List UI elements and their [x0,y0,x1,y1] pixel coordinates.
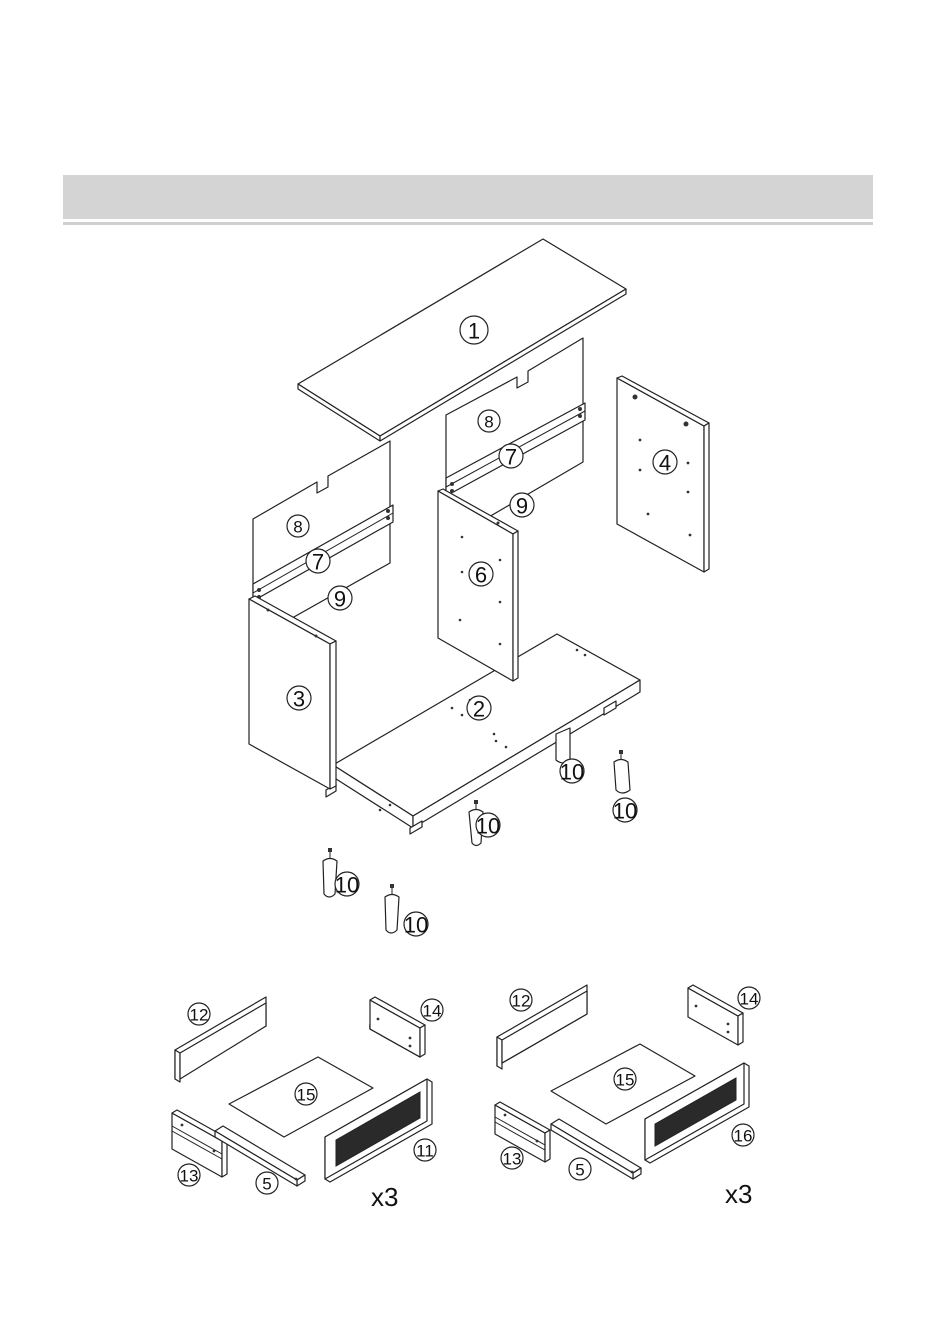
part-label-8-right: 8 [478,410,500,432]
svg-text:9: 9 [334,587,346,612]
part-label-9-left: 9 [328,586,352,612]
part-label-10-e: 10 [404,912,428,938]
svg-text:10: 10 [613,799,637,824]
part-label-15-left: 15 [295,1083,317,1105]
svg-text:3: 3 [293,687,305,712]
svg-text:16: 16 [734,1127,753,1146]
drawer-side-right-left [370,997,425,1057]
svg-text:10: 10 [404,913,428,938]
svg-text:11: 11 [416,1142,434,1161]
part-label-12-right: 12 [510,989,532,1011]
part-label-5-right: 5 [569,1158,591,1180]
drawer-runner-right [551,1119,641,1179]
part-label-15-right: 15 [614,1068,636,1090]
part-label-10-d: 10 [335,872,359,898]
svg-text:14: 14 [423,1002,442,1021]
part-label-1: 1 [460,316,488,344]
part-label-10-a: 10 [560,759,584,785]
quantity-right-drawer: x3 [725,1179,752,1209]
part-label-14-right: 14 [738,987,760,1009]
svg-text:13: 13 [503,1150,522,1169]
part-label-14-left: 14 [421,999,443,1021]
svg-text:6: 6 [475,563,487,588]
svg-text:12: 12 [512,992,531,1011]
svg-text:10: 10 [335,873,359,898]
part-label-12-left: 12 [188,1003,210,1025]
svg-text:15: 15 [616,1071,635,1090]
leg-back-right [556,728,570,763]
leg-front-mid [385,884,399,933]
svg-text:2: 2 [473,697,485,722]
svg-text:8: 8 [484,413,493,432]
svg-text:10: 10 [476,814,500,839]
part-label-10-c: 10 [476,813,500,839]
svg-text:7: 7 [505,445,517,470]
part-label-13-left: 13 [178,1164,200,1186]
svg-text:13: 13 [180,1167,199,1186]
svg-text:14: 14 [740,990,759,1009]
svg-text:12: 12 [190,1006,209,1025]
svg-text:5: 5 [262,1175,271,1194]
svg-text:5: 5 [575,1161,584,1180]
svg-text:9: 9 [516,494,528,519]
leg-far-right [614,750,630,793]
part-label-5-left: 5 [256,1172,278,1194]
svg-text:7: 7 [312,550,324,575]
svg-text:15: 15 [297,1086,316,1105]
part-label-9-right: 9 [510,493,534,519]
part-label-11: 11 [414,1139,436,1161]
svg-text:8: 8 [293,518,302,537]
svg-text:1: 1 [468,319,480,344]
part-label-16: 16 [732,1124,754,1146]
quantity-left-drawer: x3 [371,1182,398,1212]
svg-text:4: 4 [659,451,671,476]
svg-text:10: 10 [560,760,584,785]
part-label-13-right: 13 [501,1147,523,1169]
part-label-10-b: 10 [613,798,637,824]
part-label-8-left: 8 [287,515,309,537]
drawer-side-right-right [688,985,743,1045]
